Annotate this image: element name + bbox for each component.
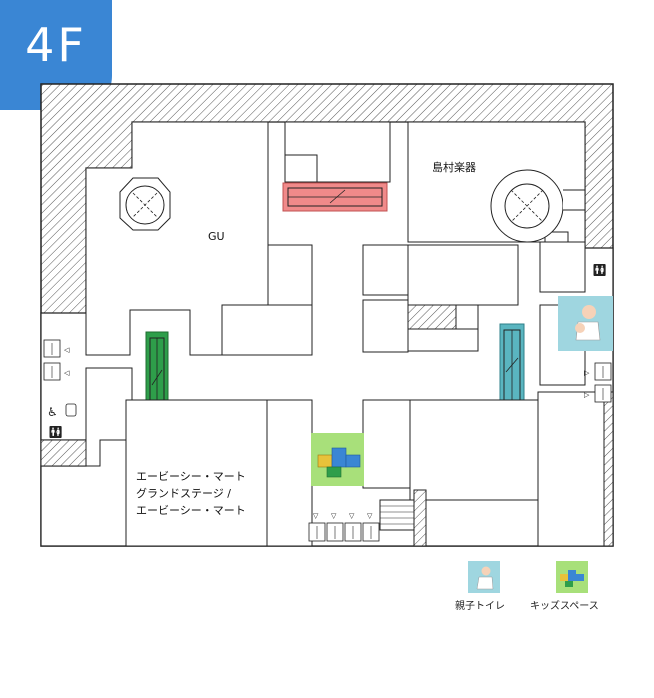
svg-text:▽: ▽ xyxy=(349,512,355,520)
elevator-icon[interactable]: ▽ xyxy=(326,512,344,542)
store-label-shimamura: 島村楽器 xyxy=(432,160,476,174)
nursing-toilet-icon[interactable] xyxy=(558,296,613,351)
service-hatched-right xyxy=(603,391,614,547)
store-abc-mart[interactable] xyxy=(125,399,268,547)
svg-text:◁: ◁ xyxy=(64,369,70,377)
store-label-abc-line3: エービーシー・マート xyxy=(136,504,246,517)
room-right-upper xyxy=(539,241,586,293)
restroom-icon[interactable]: 🚻︎ xyxy=(592,263,607,277)
legend-kids-space-icon xyxy=(556,561,588,593)
room-center-left-2 xyxy=(221,304,313,356)
service-hatched-center xyxy=(407,304,457,330)
elevator-icon[interactable]: ▷ xyxy=(584,362,612,381)
store-label-abc-line2: グランドステージ / xyxy=(136,486,231,500)
svg-text:▽: ▽ xyxy=(367,512,373,520)
store-label-gu: GU xyxy=(208,230,225,243)
restroom-icon[interactable]: 🚻︎ xyxy=(48,425,63,439)
room-center-c xyxy=(362,299,409,353)
elevator-icon[interactable]: ▽ xyxy=(362,512,380,542)
legend: 親子トイレ キッズスペース xyxy=(455,561,599,612)
legend-label-kids-space: キッズスペース xyxy=(530,599,599,612)
room-center-d xyxy=(407,328,479,352)
elevator-group-bottom: ▽ ▽ ▽ ▽ xyxy=(308,512,380,542)
elevator-icon[interactable]: ▽ xyxy=(308,512,326,542)
elevator-icon[interactable]: ▷ xyxy=(584,384,612,403)
service-hatched-stairs xyxy=(413,489,427,547)
elevator-icon[interactable]: ◁ xyxy=(43,339,70,358)
svg-text:▽: ▽ xyxy=(331,512,337,520)
room-lower-center-3 xyxy=(409,399,539,501)
legend-nursing-toilet-icon xyxy=(468,561,500,593)
svg-text:♿︎: ♿︎ xyxy=(47,405,58,419)
svg-text:▷: ▷ xyxy=(584,369,590,377)
svg-text:🚻︎: 🚻︎ xyxy=(48,425,63,439)
store-shimamura[interactable] xyxy=(407,121,586,249)
svg-text:◁: ◁ xyxy=(64,346,70,354)
service-hatched-left xyxy=(40,439,87,467)
room-center-a xyxy=(362,244,409,296)
room-center-b xyxy=(407,244,519,306)
room-lower-center-2 xyxy=(362,399,411,489)
room-right-lower xyxy=(537,391,605,547)
floor-label: 4F xyxy=(25,18,87,72)
room-upper-center-small xyxy=(284,154,318,183)
stairs xyxy=(379,499,415,531)
room-center-e xyxy=(455,304,479,330)
elevator-icon[interactable]: ◁ xyxy=(43,362,70,381)
legend-label-nursing-toilet: 親子トイレ xyxy=(455,599,505,612)
elevator-icon[interactable]: ▽ xyxy=(344,512,362,542)
room-lower-center xyxy=(266,399,313,547)
store-label-abc-line1: エービーシー・マート xyxy=(136,470,246,483)
svg-text:▷: ▷ xyxy=(584,391,590,399)
svg-text:▽: ▽ xyxy=(313,512,319,520)
accessible-restroom-icon[interactable]: ♿︎ xyxy=(47,403,77,419)
svg-text:🚻︎: 🚻︎ xyxy=(592,263,607,277)
kids-space-icon[interactable] xyxy=(311,433,364,486)
